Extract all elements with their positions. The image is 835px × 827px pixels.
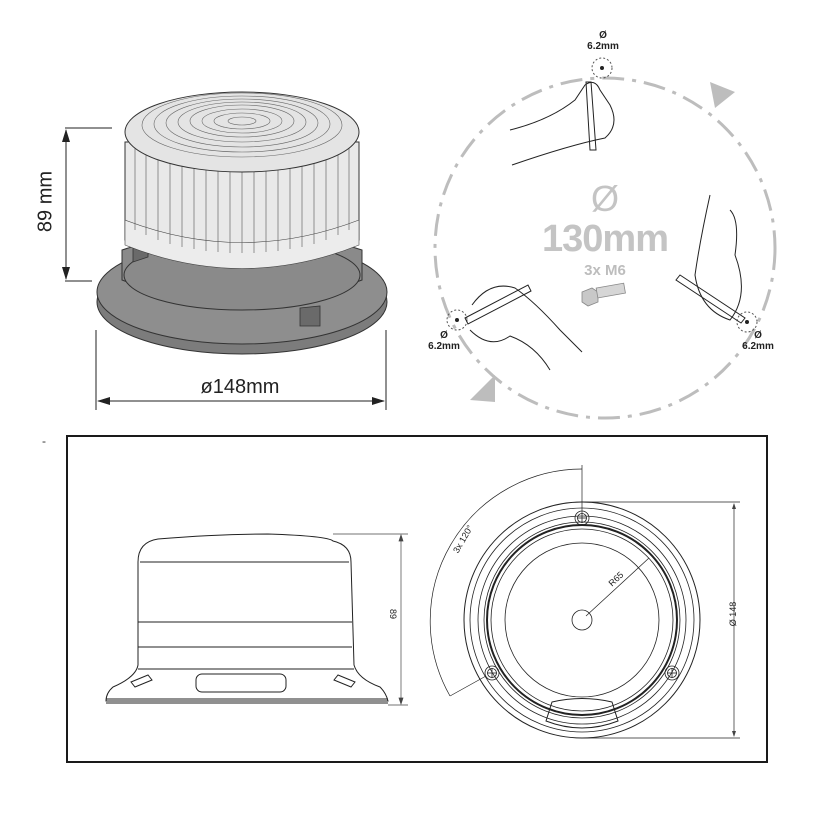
height-dimension-label: 89 mm	[34, 170, 57, 233]
screw-hole-icon	[574, 510, 590, 526]
beacon-illustration	[62, 91, 388, 410]
drilling-pattern-illustration	[433, 57, 777, 420]
screw-hole-icon	[664, 665, 680, 681]
technical-drawing-frame: 89 3x 120° R65 Ø 148	[66, 435, 768, 763]
frame-marker: -	[42, 434, 46, 448]
hole-diameter-symbol: Ø	[440, 330, 448, 341]
hole-diameter-symbol: Ø	[754, 330, 762, 341]
hole-size: 6.2mm	[428, 341, 460, 352]
screw-hole-icon	[484, 665, 500, 681]
hand-top-icon	[509, 81, 615, 166]
center-diameter-value: 130mm	[542, 218, 669, 260]
hand-right-icon	[694, 194, 742, 321]
side-height-dim: 89	[388, 608, 398, 619]
product-3d-view: 89 mm ø148mm	[30, 80, 400, 420]
diameter-dimension-label: ø148mm	[200, 376, 280, 398]
pencil-icon	[464, 284, 532, 325]
hole-label-left: Ø 6.2mm	[414, 330, 474, 352]
side-view	[105, 533, 389, 704]
top-view	[429, 465, 740, 739]
center-diameter-symbol: Ø	[590, 178, 619, 219]
hole-label-top: Ø 6.2mm	[573, 30, 633, 52]
hole-diameter-symbol: Ø	[599, 30, 607, 41]
mounting-template: Ø 130mm 3x M6 Ø 6.2mm Ø 6.2mm Ø 6.2mm	[410, 30, 800, 420]
diameter-dim: Ø 148	[728, 601, 738, 627]
hole-size: 6.2mm	[587, 41, 619, 52]
hand-left-icon	[469, 285, 583, 371]
bolt-label: 3x M6	[584, 262, 626, 279]
rotation-arrow-icon	[470, 375, 495, 402]
pencil-icon	[585, 81, 597, 151]
bolt-icon	[581, 282, 626, 307]
pencil-icon	[675, 274, 746, 324]
hole-size: 6.2mm	[742, 341, 774, 352]
hole-label-right: Ø 6.2mm	[728, 330, 788, 352]
technical-views	[105, 465, 740, 739]
rotation-arrow-icon	[710, 82, 735, 108]
